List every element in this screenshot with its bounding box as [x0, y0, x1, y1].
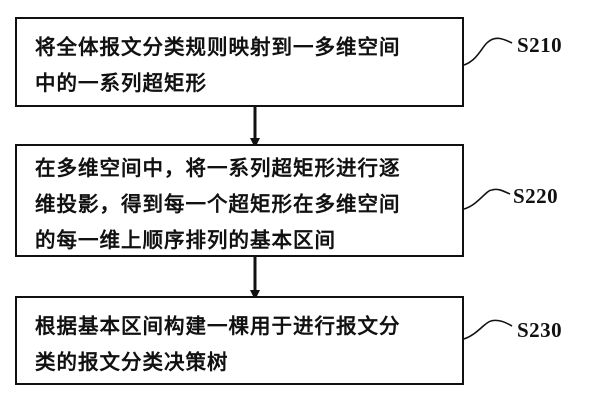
step-label-s210: S210 [517, 33, 563, 57]
step-box-s220: 在多维空间中，将一系列超矩形进行逐 维投影，得到每一个超矩形在多维空间 的每一维… [15, 144, 464, 257]
leader-line-s210 [463, 37, 513, 66]
step-box-s210: 将全体报文分类规则映射到一多维空间 中的一系列超矩形 [15, 17, 464, 107]
step-box-s230: 根据基本区间构建一棵用于进行报文分 类的报文分类决策树 [15, 296, 464, 385]
leader-line-s220 [463, 188, 511, 210]
leader-line-s230 [463, 319, 513, 340]
step-label-s220: S220 [513, 184, 559, 208]
step-text-s230: 根据基本区间构建一棵用于进行报文分 类的报文分类决策树 [35, 314, 401, 374]
step-text-s220: 在多维空间中，将一系列超矩形进行逐 维投影，得到每一个超矩形在多维空间 的每一维… [35, 156, 401, 252]
step-text-s210: 将全体报文分类规则映射到一多维空间 中的一系列超矩形 [35, 35, 401, 95]
step-label-s230: S230 [517, 318, 563, 342]
